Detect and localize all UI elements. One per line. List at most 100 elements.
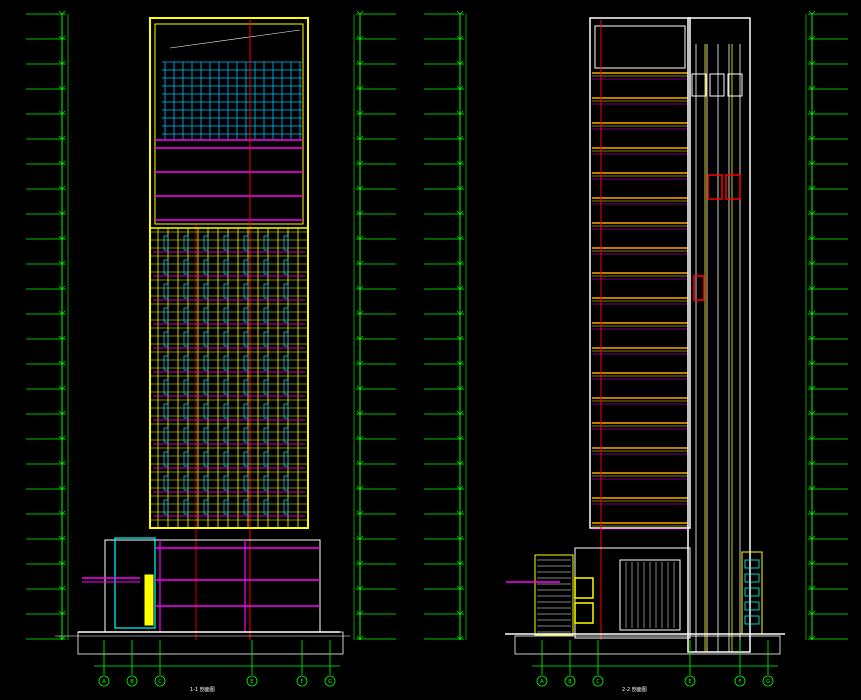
glass-panel bbox=[183, 499, 189, 515]
elevator-car-red bbox=[707, 174, 723, 200]
level-marker bbox=[356, 10, 364, 15]
level-marker bbox=[456, 35, 464, 40]
glass-panel bbox=[263, 259, 269, 275]
level-marker bbox=[808, 110, 816, 115]
axis-bubble bbox=[762, 675, 774, 687]
level-marker bbox=[356, 635, 364, 640]
level-marker bbox=[356, 285, 364, 290]
glass-panel bbox=[243, 451, 249, 467]
axis-bubble bbox=[684, 675, 696, 687]
level-marker bbox=[58, 510, 66, 515]
glass-panel bbox=[163, 355, 169, 371]
glass-panel bbox=[183, 259, 189, 275]
glass-panel bbox=[203, 451, 209, 467]
glass-panel bbox=[263, 403, 269, 419]
axis-bubble-label: E bbox=[688, 679, 691, 685]
level-marker bbox=[808, 460, 816, 465]
glass-panel bbox=[163, 331, 169, 347]
level-marker bbox=[356, 160, 364, 165]
glass-panel bbox=[163, 475, 169, 491]
level-marker bbox=[808, 10, 816, 15]
level-marker bbox=[808, 335, 816, 340]
podium-outline bbox=[104, 539, 321, 633]
level-marker bbox=[58, 60, 66, 65]
glass-panel bbox=[283, 499, 289, 515]
axis-bubble bbox=[98, 675, 110, 687]
glass-panel bbox=[203, 259, 209, 275]
axis-bubble bbox=[154, 675, 166, 687]
level-marker bbox=[58, 585, 66, 590]
level-marker bbox=[356, 460, 364, 465]
level-marker bbox=[456, 385, 464, 390]
level-marker bbox=[58, 535, 66, 540]
podium-stair bbox=[114, 537, 156, 629]
level-marker bbox=[456, 535, 464, 540]
glass-panel bbox=[203, 499, 209, 515]
glass-panel bbox=[183, 283, 189, 299]
glass-panel bbox=[203, 379, 209, 395]
glass-panel bbox=[163, 283, 169, 299]
glass-panel bbox=[203, 307, 209, 323]
glass-panel bbox=[263, 331, 269, 347]
podium-stair bbox=[534, 554, 574, 636]
annex-window bbox=[744, 587, 760, 597]
level-marker bbox=[58, 135, 66, 140]
level-marker bbox=[456, 360, 464, 365]
elevator-core bbox=[687, 17, 751, 653]
glass-panel bbox=[183, 307, 189, 323]
elevator-car-red bbox=[725, 174, 741, 200]
level-marker bbox=[356, 260, 364, 265]
level-marker bbox=[58, 85, 66, 90]
axis-bubble-label: A bbox=[540, 679, 544, 685]
glass-panel bbox=[263, 451, 269, 467]
axis-bubble-label: B bbox=[568, 679, 572, 685]
level-marker bbox=[456, 160, 464, 165]
level-marker bbox=[456, 435, 464, 440]
axis-bubble-label: C bbox=[596, 679, 600, 685]
glass-panel bbox=[203, 355, 209, 371]
level-marker bbox=[808, 510, 816, 515]
level-marker bbox=[808, 535, 816, 540]
tower-outline bbox=[589, 17, 691, 529]
glass-panel bbox=[223, 403, 229, 419]
elevation-dimension-columns bbox=[26, 10, 848, 640]
glass-panel bbox=[263, 307, 269, 323]
roof-slope bbox=[169, 29, 301, 49]
level-marker bbox=[808, 585, 816, 590]
axis-bubble-label: A bbox=[102, 679, 106, 685]
glass-panel bbox=[263, 283, 269, 299]
level-marker bbox=[456, 260, 464, 265]
glass-panel bbox=[223, 355, 229, 371]
level-marker bbox=[356, 560, 364, 565]
level-marker bbox=[356, 335, 364, 340]
glass-panel bbox=[183, 355, 189, 371]
level-marker bbox=[456, 510, 464, 515]
glass-panel bbox=[223, 499, 229, 515]
section-2-2-title: 2-2 剖面图 bbox=[622, 686, 647, 693]
glass-panel bbox=[263, 355, 269, 371]
glass-panel bbox=[183, 403, 189, 419]
level-marker bbox=[58, 360, 66, 365]
level-marker bbox=[456, 635, 464, 640]
level-marker bbox=[456, 185, 464, 190]
level-marker bbox=[808, 135, 816, 140]
level-marker bbox=[808, 85, 816, 90]
level-marker bbox=[808, 35, 816, 40]
glass-panel bbox=[243, 379, 249, 395]
glass-panel bbox=[183, 475, 189, 491]
glass-panel bbox=[283, 283, 289, 299]
level-marker bbox=[456, 585, 464, 590]
foundation bbox=[514, 635, 781, 655]
level-marker bbox=[356, 135, 364, 140]
level-marker bbox=[58, 385, 66, 390]
section-2-2-drawing bbox=[505, 17, 785, 655]
level-marker bbox=[58, 185, 66, 190]
glass-panel bbox=[223, 235, 229, 251]
level-marker bbox=[808, 160, 816, 165]
level-marker bbox=[58, 610, 66, 615]
glass-panel bbox=[223, 475, 229, 491]
axis-bubble-label: C bbox=[158, 679, 162, 685]
elevator-car-red bbox=[693, 275, 705, 301]
glass-panel bbox=[163, 403, 169, 419]
glass-panel bbox=[163, 259, 169, 275]
